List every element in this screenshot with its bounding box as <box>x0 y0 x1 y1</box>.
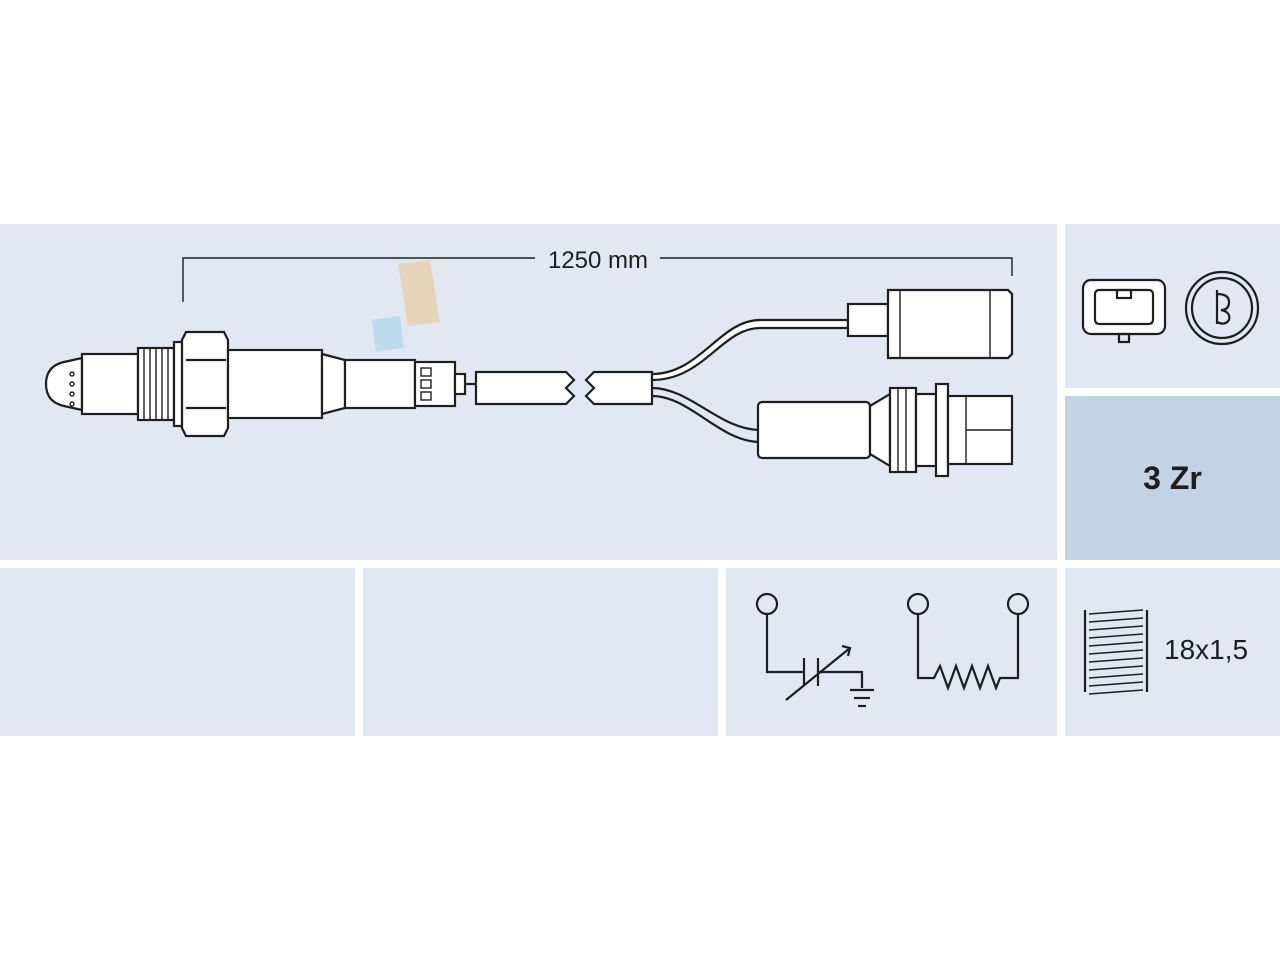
circuit-diagram <box>755 592 1030 708</box>
round-socket-icon <box>1184 270 1260 346</box>
empty-panel-2 <box>363 568 718 736</box>
upper-connector <box>846 288 1014 360</box>
sensor-body <box>44 330 467 438</box>
dimension-line: 1250 mm <box>182 247 1013 302</box>
sensor-type-panel: 3 Zr <box>1065 396 1280 560</box>
watermark-logo <box>372 260 440 352</box>
sensor-drawing-panel: 1250 mm <box>0 224 1057 560</box>
cable-length-label: 1250 mm <box>548 247 648 274</box>
thread-size-label: 18x1,5 <box>1164 634 1249 665</box>
oxygen-sensor-drawing: 1250 mm <box>44 247 1014 478</box>
thread-icon <box>1083 609 1149 695</box>
variable-cell-ground-icon <box>755 592 874 708</box>
circuit-panel <box>726 568 1057 736</box>
cable <box>465 370 654 406</box>
sensor-type-label: 3 Zr <box>1143 459 1202 496</box>
heater-resistor-icon <box>906 592 1030 692</box>
empty-panel-1 <box>0 568 355 736</box>
lower-connector <box>756 382 1014 478</box>
connector-pictograms <box>1081 270 1260 346</box>
connector-plug-icon <box>1081 278 1167 344</box>
thread-panel: 18x1,5 <box>1065 568 1280 736</box>
connector-panel <box>1065 224 1280 388</box>
